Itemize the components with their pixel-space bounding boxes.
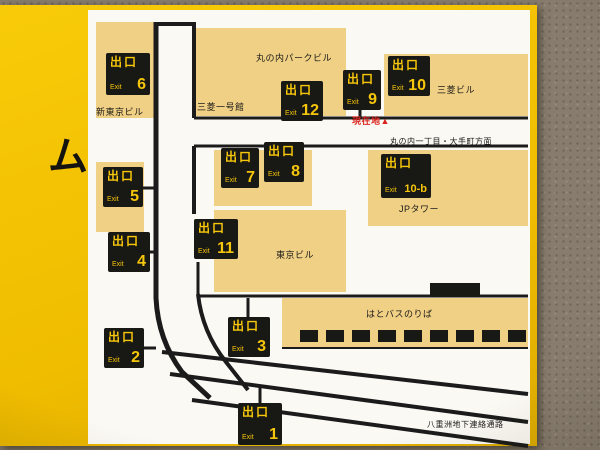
you-are-here-text: 現在地 [352,116,381,126]
exit-number: 1 [269,426,278,444]
exit-word: Exit [285,110,297,117]
exit-number: 3 [257,338,266,356]
exit-kanji: 出口 [232,319,261,333]
label-jp-tower: JPタワー [399,204,440,214]
exit-kanji: 出口 [392,58,421,72]
exit-kanji: 出口 [242,405,271,419]
label-yaesu-passage: 八重洲地下連絡通路 [427,420,504,429]
exit-box-12: 出口 Exit 12 [281,81,323,121]
exit-box-10: 出口 Exit 10 [388,56,430,96]
exit-kanji: 出口 [107,169,136,183]
exit-word: Exit [242,434,254,441]
exit-kanji: 出口 [198,221,227,235]
exit-kanji: 出口 [347,72,376,86]
exit-box-1: 出口 Exit 1 [238,403,282,445]
exit-word: Exit [108,357,120,364]
exit-number: 2 [131,349,140,367]
exit-kanji: 出口 [385,156,414,170]
exit-kanji: 出口 [108,330,137,344]
exit-box-3: 出口 Exit 3 [228,317,270,357]
label-hato-bus: はとバスのりば [366,309,433,319]
exit-word: Exit [347,99,359,106]
exit-box-7: 出口 Exit 7 [221,148,259,188]
exit-number: 11 [217,240,234,258]
exit-number: 10 [408,77,426,95]
exit-word: Exit [232,346,244,353]
exit-word: Exit [112,261,124,268]
exit-number: 10-b [404,183,427,195]
side-panel-partial-text: ム [48,135,88,179]
exit-word: Exit [107,196,119,203]
label-mitsubishi-bldg: 三菱ビル [437,85,476,95]
exit-number: 4 [137,253,146,271]
diagonal-road-1 [161,350,529,396]
you-are-here-marker-icon: ▲ [380,116,390,126]
exit-box-2: 出口 Exit 2 [104,328,144,368]
exit-word: Exit [392,85,404,92]
label-you-are-here: 現在地▲ [352,114,390,127]
exit-kanji: 出口 [110,55,139,69]
exit-kanji: 出口 [225,150,254,164]
exit-box-5: 出口 Exit 5 [103,167,143,207]
exit-number: 5 [130,188,139,206]
building-blocks [96,22,528,348]
exit-word: Exit [110,84,122,91]
exit-box-11: 出口 Exit 11 [194,219,238,259]
bus-bay-dashes [300,283,526,342]
exit-kanji: 出口 [285,83,314,97]
exit-box-9: 出口 Exit 9 [343,70,381,110]
exit-number: 6 [137,76,146,94]
exit-kanji: 出口 [112,234,141,248]
exit-number: 12 [301,102,319,120]
exit-box-4: 出口 Exit 4 [108,232,150,272]
exit-box-10b: 出口 Exit 10-b [381,154,431,198]
street-left-border [153,22,212,400]
label-shin-tokyo-bldg: 新東京ビル [96,107,144,117]
diagonal-road-2 [169,372,529,424]
exit-number: 9 [368,91,377,109]
exit-box-8: 出口 Exit 8 [264,142,304,182]
exit-word: Exit [385,187,397,194]
label-marunouchi-park-bldg: 丸の内パークビル [256,53,333,63]
exit-word: Exit [198,248,210,255]
label-tokyo-bldg: 東京ビル [276,250,315,260]
exit-word: Exit [225,177,237,184]
exit-word: Exit [268,171,280,178]
exit-kanji: 出口 [268,144,297,158]
label-mitsubishi-ichigokan: 三菱一号館 [197,102,245,112]
shelter-icon [430,283,480,297]
label-direction: 丸の内一丁目・大手町方面 [390,137,492,146]
exit-number: 8 [291,163,300,181]
exit-box-6: 出口 Exit 6 [106,53,150,95]
exit-number: 7 [246,169,255,187]
